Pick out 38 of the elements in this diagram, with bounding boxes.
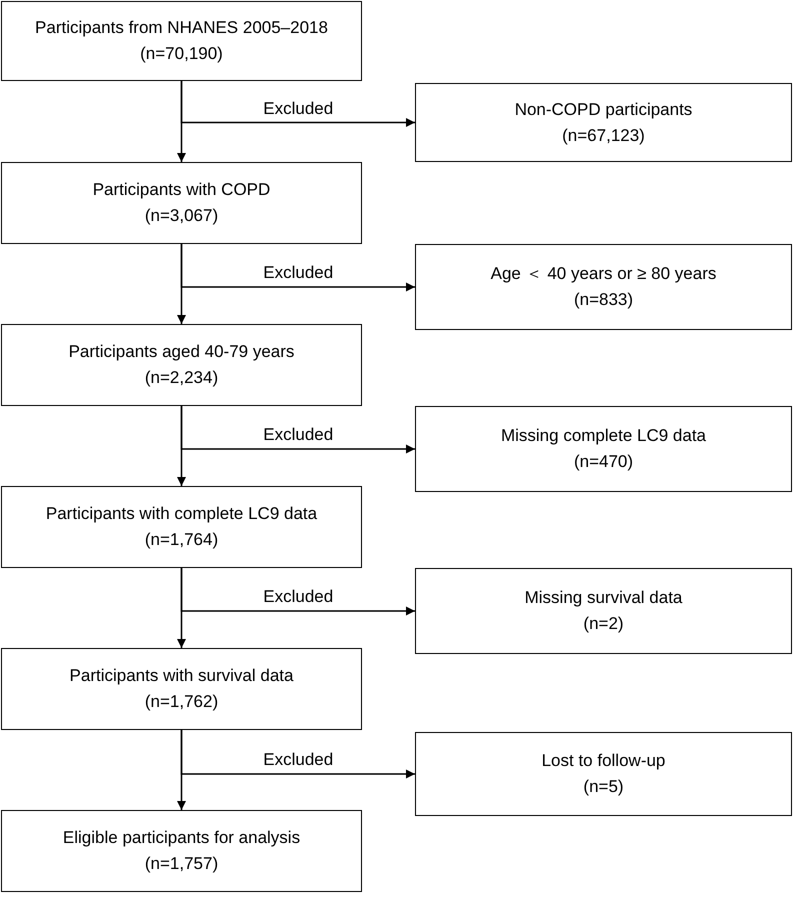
arrow — [180, 568, 415, 616]
process-box — [415, 406, 792, 492]
count-text: (n=833) — [574, 289, 634, 311]
process-box — [1, 1, 362, 81]
count-text: (n=2,234) — [144, 367, 218, 389]
count-text: (n=2) — [583, 613, 624, 635]
arrow — [180, 730, 415, 778]
count-text: (n=3,067) — [144, 205, 218, 227]
count-text: (n=470) — [574, 451, 634, 473]
box-text: Participants with COPD — [92, 179, 270, 201]
box-text: Participants with complete LC9 data — [46, 503, 318, 525]
box-text: Participants aged 40-79 years — [68, 341, 294, 363]
process-box — [1, 162, 362, 244]
process-box — [1, 324, 362, 406]
process-box — [415, 244, 792, 330]
box-text: Missing complete LC9 data — [500, 425, 706, 447]
arrow — [180, 406, 415, 454]
arrow — [180, 81, 415, 127]
count-text: (n=1,762) — [144, 691, 218, 713]
box-text: Participants with survival data — [70, 665, 294, 687]
box-text: Missing survival data — [524, 587, 682, 609]
count-text: (n=5) — [583, 776, 624, 798]
box-text: Eligible participants for analysis — [62, 827, 300, 849]
box-text: Lost to follow-up — [542, 750, 666, 772]
process-box — [415, 732, 792, 816]
count-text: (n=1,764) — [144, 529, 218, 551]
process-box — [1, 810, 362, 892]
count-text: (n=1,757) — [144, 853, 218, 875]
box-text: Age ＜ 40 years or ≥ 80 years — [490, 263, 716, 285]
box-text: Non-COPD participants — [514, 98, 692, 120]
arrow — [180, 244, 415, 292]
process-box — [415, 568, 792, 654]
box-text: Participants from NHANES 2005–2018 — [35, 17, 328, 39]
process-box — [1, 486, 362, 568]
process-box — [415, 83, 792, 162]
count-text: (n=67,123) — [562, 124, 645, 146]
process-box — [1, 648, 362, 730]
count-text: (n=70,190) — [140, 43, 223, 65]
